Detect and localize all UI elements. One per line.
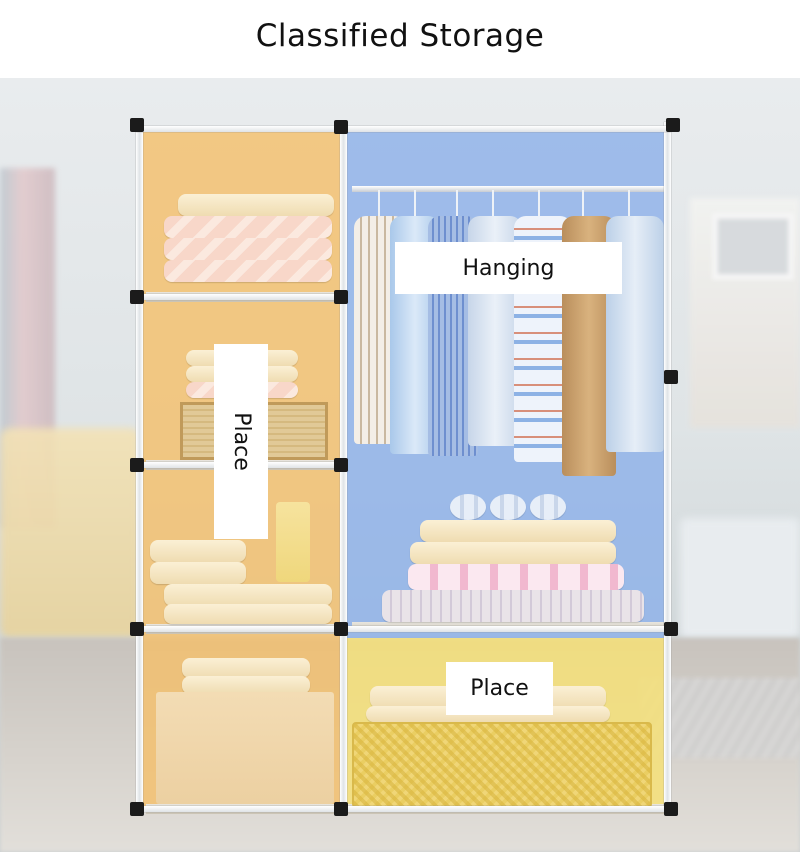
- frame-rail: [136, 806, 671, 812]
- folded-towel: [150, 540, 246, 562]
- frame-joint: [664, 802, 678, 816]
- frame-joint: [130, 458, 144, 472]
- hanger: [456, 190, 458, 220]
- frame-rail: [136, 294, 346, 300]
- hanger: [492, 190, 494, 220]
- frame-joint: [334, 458, 348, 472]
- folded-towel: [164, 604, 332, 624]
- hanger: [414, 190, 416, 220]
- frame-joint: [130, 622, 144, 636]
- folded-cloth: [410, 542, 616, 564]
- place-label-left-text: Place: [228, 412, 254, 471]
- folded-cloth: [420, 520, 616, 542]
- hanger: [628, 190, 630, 220]
- background-table: [680, 518, 800, 638]
- frame-joint: [666, 118, 680, 132]
- frame-joint: [130, 290, 144, 304]
- frame-joint: [334, 120, 348, 134]
- frame-rail: [136, 126, 671, 132]
- frame-joint: [334, 802, 348, 816]
- place-label-left: Place: [214, 344, 268, 539]
- folded-towel: [164, 584, 332, 606]
- background-picture-frame: [712, 213, 794, 280]
- hanging-label: Hanging: [395, 242, 622, 294]
- frame-joint: [334, 290, 348, 304]
- hanger: [538, 190, 540, 220]
- frame-joint: [130, 118, 144, 132]
- standing-bag: [276, 502, 310, 582]
- place-label-bottom: Place: [446, 662, 553, 715]
- folded-blanket: [164, 260, 332, 282]
- folded-blanket: [382, 590, 644, 622]
- page-title: Classified Storage: [255, 18, 545, 54]
- frame-joint: [334, 622, 348, 636]
- folded-towel: [178, 194, 334, 216]
- frame-joint: [664, 370, 678, 384]
- storage-box: [156, 692, 334, 804]
- wicker-basket: [352, 722, 652, 808]
- frame-joint: [664, 622, 678, 636]
- frame-rail: [136, 626, 671, 632]
- folded-blanket: [164, 216, 332, 238]
- rolled-towel: [450, 494, 486, 520]
- hanging-rod: [352, 186, 664, 192]
- rolled-towel: [490, 494, 526, 520]
- folded-blanket: [408, 564, 624, 590]
- folded-cloth: [182, 658, 310, 678]
- frame-joint: [130, 802, 144, 816]
- wardrobe-photo: [0, 78, 800, 852]
- folded-blanket: [164, 238, 332, 260]
- frame-post: [664, 122, 671, 812]
- hanger: [582, 190, 584, 220]
- rolled-towel: [530, 494, 566, 520]
- background-sofa: [0, 428, 140, 638]
- hanger: [378, 190, 380, 220]
- folded-towel: [150, 562, 246, 584]
- folded-cloth: [182, 676, 310, 694]
